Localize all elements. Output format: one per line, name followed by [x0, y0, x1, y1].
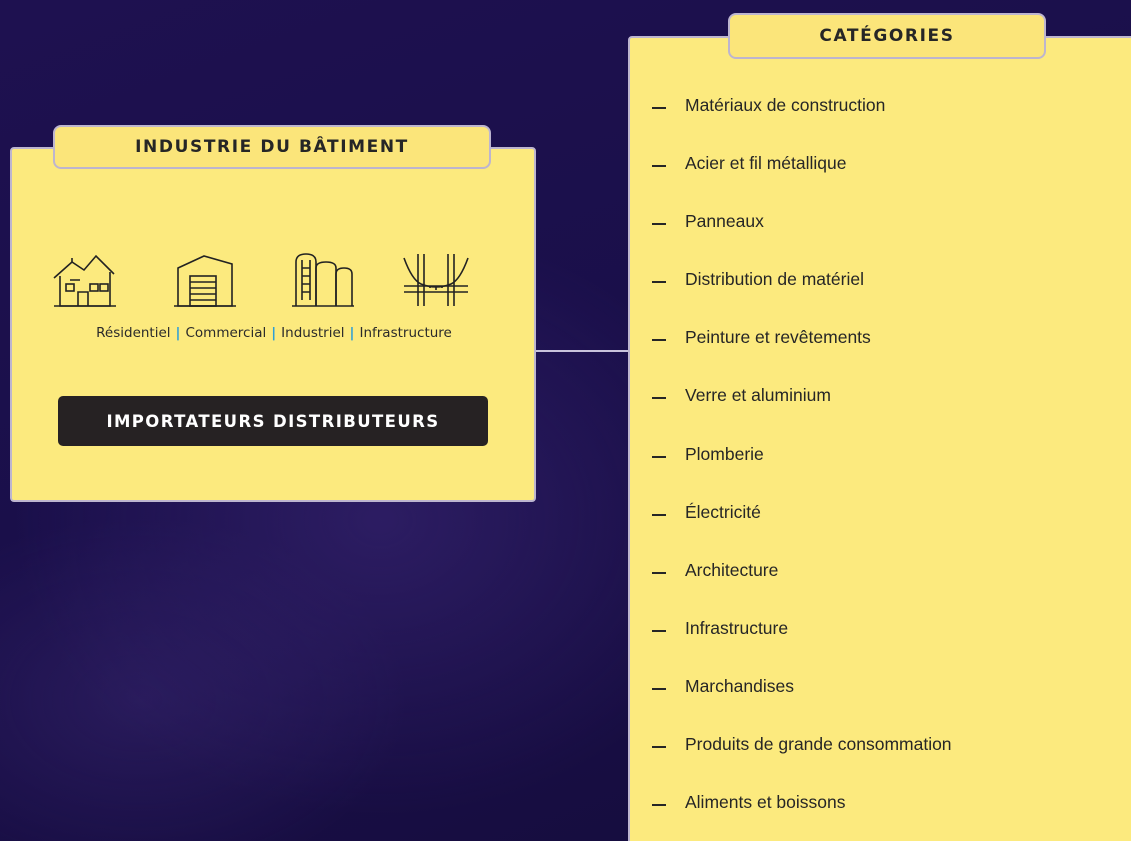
category-item: Acier et fil métallique	[652, 148, 952, 206]
category-label: Verre et aluminium	[685, 385, 831, 406]
category-item: Distribution de matériel	[652, 264, 952, 322]
dash-icon	[652, 281, 666, 284]
category-label: Électricité	[685, 501, 761, 522]
category-item: Architecture	[652, 555, 952, 613]
bridge-icon	[402, 250, 470, 310]
sector-separator: |	[271, 325, 277, 341]
dash-icon	[652, 571, 666, 574]
sector-separator: |	[349, 325, 355, 341]
sector-infrastructure: Infrastructure	[359, 325, 452, 341]
category-label: Peinture et revêtements	[685, 327, 871, 348]
category-item: Infrastructure	[652, 613, 952, 671]
category-label: Produits de grande consommation	[685, 734, 952, 755]
category-label: Matériaux de construction	[685, 95, 886, 115]
category-label: Marchandises	[685, 675, 794, 696]
category-label: Acier et fil métallique	[685, 153, 847, 174]
dash-icon	[652, 746, 666, 749]
category-item: Peinture et revêtements	[652, 322, 952, 380]
dash-icon	[652, 397, 666, 400]
dash-icon	[652, 629, 666, 632]
category-item: Marchandises	[652, 671, 952, 729]
category-item: Produits de grande consommation	[652, 729, 952, 787]
category-label: Aliments et boissons	[685, 792, 846, 813]
sector-icons	[30, 250, 510, 312]
dash-icon	[652, 687, 666, 690]
sector-residential: Résidentiel	[96, 325, 171, 341]
sector-separator: |	[175, 325, 181, 341]
dash-icon	[652, 107, 666, 109]
dash-icon	[652, 804, 666, 807]
sector-labels: Résidentiel|Commercial|Industriel|Infras…	[14, 325, 534, 341]
category-item: Plomberie	[652, 439, 952, 497]
importers-distributors-button[interactable]: IMPORTATEURS DISTRIBUTEURS	[58, 396, 488, 446]
category-label: Infrastructure	[685, 617, 789, 638]
categories-title: CATÉGORIES	[728, 13, 1046, 59]
silo-icon	[288, 250, 356, 310]
dash-icon	[652, 223, 666, 226]
categories-list: Matériaux de construction Acier et fil m…	[652, 90, 952, 841]
category-label: Architecture	[685, 559, 779, 580]
category-item: Matériaux de construction	[652, 90, 952, 148]
warehouse-icon	[170, 250, 238, 310]
category-label: Distribution de matériel	[685, 269, 864, 290]
category-item: Électricité	[652, 497, 952, 555]
category-item: Verre et aluminium	[652, 380, 952, 438]
sector-industrial: Industriel	[281, 325, 345, 341]
house-icon	[50, 250, 118, 310]
category-label: Panneaux	[685, 211, 764, 232]
sector-commercial: Commercial	[185, 325, 267, 341]
categories-card	[628, 36, 1131, 841]
category-item: Panneaux	[652, 206, 952, 264]
building-industry-title: INDUSTRIE DU BÂTIMENT	[53, 125, 491, 169]
dash-icon	[652, 455, 666, 458]
category-item: Aliments et boissons	[652, 787, 952, 841]
dash-icon	[652, 339, 666, 342]
connector-line	[535, 350, 629, 352]
dash-icon	[652, 165, 666, 168]
dash-icon	[652, 513, 666, 516]
category-label: Plomberie	[685, 443, 764, 464]
